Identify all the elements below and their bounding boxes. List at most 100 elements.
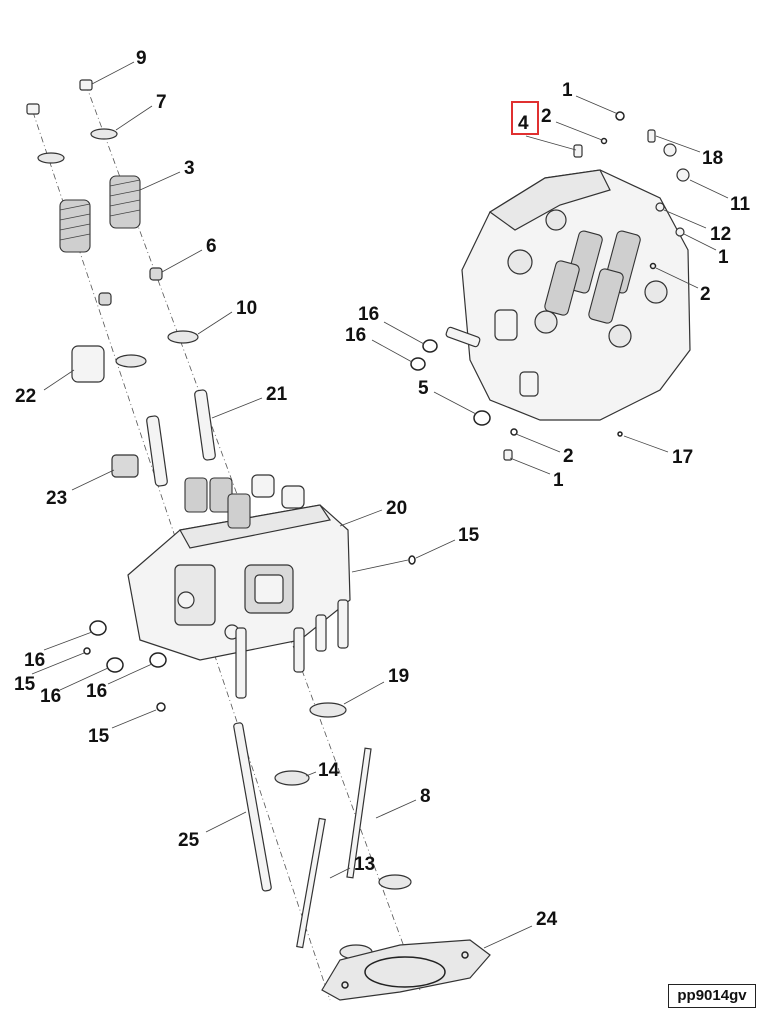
svg-text:16: 16 (358, 304, 379, 325)
svg-text:3: 3 (184, 158, 195, 179)
callout-2-bottom: 2 (515, 433, 574, 467)
svg-text:14: 14 (318, 760, 340, 781)
callout-24: 24 (483, 909, 558, 949)
callout-7: 7 (115, 92, 167, 131)
svg-text:18: 18 (702, 148, 723, 169)
part-15-plug-a (83, 647, 91, 655)
svg-text:21: 21 (266, 384, 288, 405)
part-10-washer (167, 330, 199, 344)
svg-text:12: 12 (710, 224, 731, 245)
right-rocker-springs (544, 230, 641, 324)
part-9-cap-b (26, 103, 40, 115)
svg-text:20: 20 (386, 498, 407, 519)
callout-1-bottom: 1 (509, 457, 564, 491)
callout-15-b: 15 (88, 709, 157, 747)
part-7-retainer (90, 128, 118, 140)
callout-16-a: 16 (24, 631, 93, 671)
callout-20: 20 (339, 498, 407, 527)
svg-text:5: 5 (418, 378, 429, 399)
svg-text:7: 7 (156, 92, 167, 113)
part-10-washer-b (115, 354, 147, 368)
callout-3: 3 (139, 158, 195, 191)
callout-19: 19 (343, 666, 409, 705)
svg-text:16: 16 (86, 681, 107, 702)
part-13-valve (296, 817, 373, 960)
callout-21: 21 (211, 384, 288, 419)
svg-text:2: 2 (541, 106, 552, 127)
part-16-oring-a (89, 620, 107, 636)
callout-22: 22 (15, 369, 75, 407)
svg-text:1: 1 (718, 247, 729, 268)
part-21-guide-b (146, 415, 168, 487)
callout-17: 17 (623, 435, 693, 468)
svg-text:15: 15 (88, 726, 110, 747)
svg-text:2: 2 (700, 284, 711, 305)
part-3-spring (109, 175, 141, 229)
reference-code-label: pp9014gv (668, 984, 756, 1008)
part-16-oring-e (410, 357, 426, 371)
svg-text:1: 1 (553, 470, 564, 491)
callout-25: 25 (178, 811, 247, 851)
svg-text:23: 23 (46, 488, 67, 509)
part-8-valve (346, 747, 412, 890)
part-9-cap (79, 79, 93, 91)
part-16-oring-c (149, 652, 167, 668)
part-3-spring-b (59, 199, 91, 253)
right-assembly (410, 111, 691, 461)
part-20-cylinder-head (127, 474, 351, 699)
part-14-seal (274, 770, 310, 786)
svg-text:17: 17 (672, 447, 693, 468)
svg-text:8: 8 (420, 786, 431, 807)
callout-16-d: 16 (358, 304, 425, 345)
callout-18: 18 (655, 135, 723, 169)
part-5-oring (473, 410, 491, 426)
svg-text:2: 2 (563, 446, 574, 467)
callout-5: 5 (418, 378, 477, 415)
callout-9: 9 (91, 48, 147, 85)
svg-text:6: 6 (206, 236, 217, 257)
part-23-collar (111, 454, 139, 478)
svg-text:25: 25 (178, 830, 200, 851)
svg-text:10: 10 (236, 298, 257, 319)
left-assembly (26, 79, 491, 1001)
callout-23: 23 (46, 469, 115, 509)
part-19-seal (309, 702, 347, 718)
part-16-oring-d (422, 339, 438, 353)
callout-15-right: 15 (351, 525, 480, 573)
callout-16-c: 16 (86, 663, 153, 702)
part-21-guide (194, 389, 216, 461)
svg-text:9: 9 (136, 48, 147, 69)
svg-text:15: 15 (458, 525, 480, 546)
callout-10: 10 (197, 298, 257, 335)
callout-16-e: 16 (345, 325, 413, 363)
callout-6: 6 (161, 236, 217, 273)
svg-text:11: 11 (730, 194, 751, 215)
svg-text:16: 16 (24, 650, 45, 671)
part-24-head-gasket (321, 939, 491, 1001)
callout-11: 11 (689, 179, 751, 215)
callout-13: 13 (329, 854, 375, 879)
callout-2-top: 2 (541, 106, 603, 141)
svg-text:22: 22 (15, 386, 36, 407)
svg-text:16: 16 (40, 686, 61, 707)
part-25-pushrod (233, 722, 272, 892)
part-6-seal (149, 267, 163, 281)
part-15-plug-c (408, 555, 416, 565)
part-7-retainer-b (37, 152, 65, 164)
callout-15-a: 15 (14, 652, 85, 695)
part-6-seal-b (98, 292, 112, 306)
callout-4: 4 (518, 113, 577, 151)
callout-14: 14 (305, 760, 340, 781)
svg-text:13: 13 (354, 854, 375, 875)
part-16-oring-b (106, 657, 124, 673)
svg-text:1: 1 (562, 80, 573, 101)
highlight-box-callout-4 (511, 101, 539, 135)
callout-16-b: 16 (40, 667, 109, 707)
callout-12: 12 (663, 209, 731, 245)
svg-text:24: 24 (536, 909, 558, 930)
callout-1-mid: 1 (683, 233, 729, 268)
callout-8: 8 (375, 786, 431, 819)
part-22-lifter (71, 345, 105, 383)
svg-text:15: 15 (14, 674, 36, 695)
